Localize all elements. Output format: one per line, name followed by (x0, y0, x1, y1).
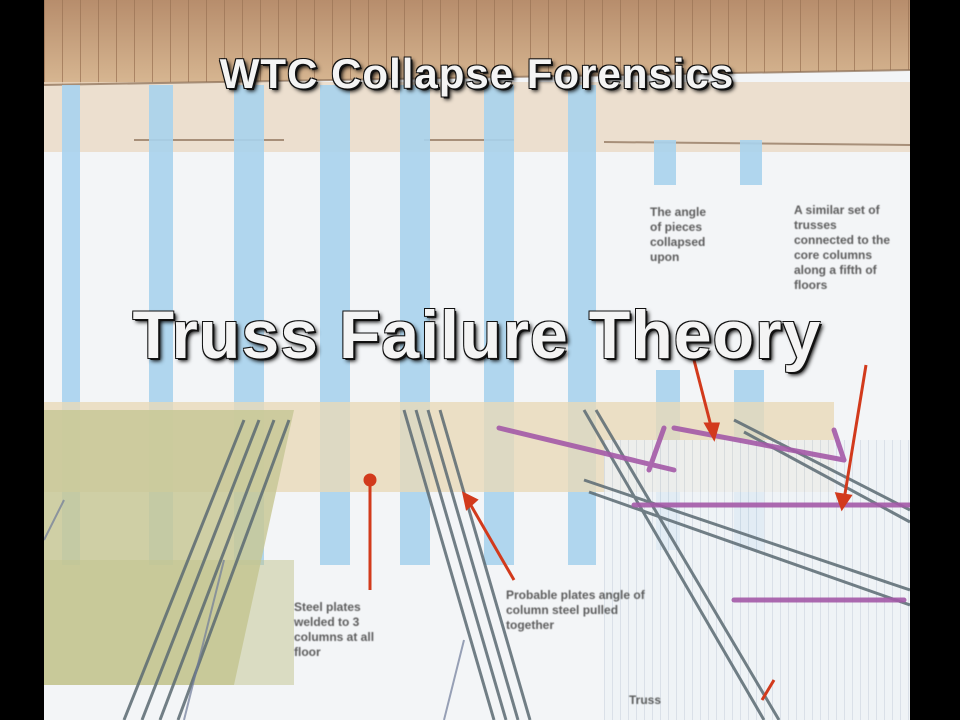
main-title: Truss Failure Theory (132, 297, 822, 373)
truss-lines-faint (44, 499, 465, 720)
annotation-bottom-right: Truss (629, 693, 662, 707)
annotation-top-right: A similar set of trusses connected to th… (794, 203, 891, 292)
diagram-illustration: The angle of pieces collapsed upon A sim… (44, 0, 910, 720)
annotation-bottom-left: Steel plates welded to 3 columns at all … (294, 600, 375, 659)
header-title: WTC Collapse Forensics (219, 50, 735, 97)
ceiling-planks (44, 0, 910, 85)
annotation-top-middle: The angle of pieces collapsed upon (650, 205, 707, 264)
mesh-panel (604, 440, 910, 720)
diagram-graphics (44, 0, 910, 720)
annotation-bottom-middle: Probable plates angle of column steel pu… (506, 588, 645, 632)
core-columns (62, 85, 764, 565)
purple-beams (496, 425, 910, 603)
truss-lines (122, 409, 910, 720)
annotation-arrows (363, 359, 868, 701)
